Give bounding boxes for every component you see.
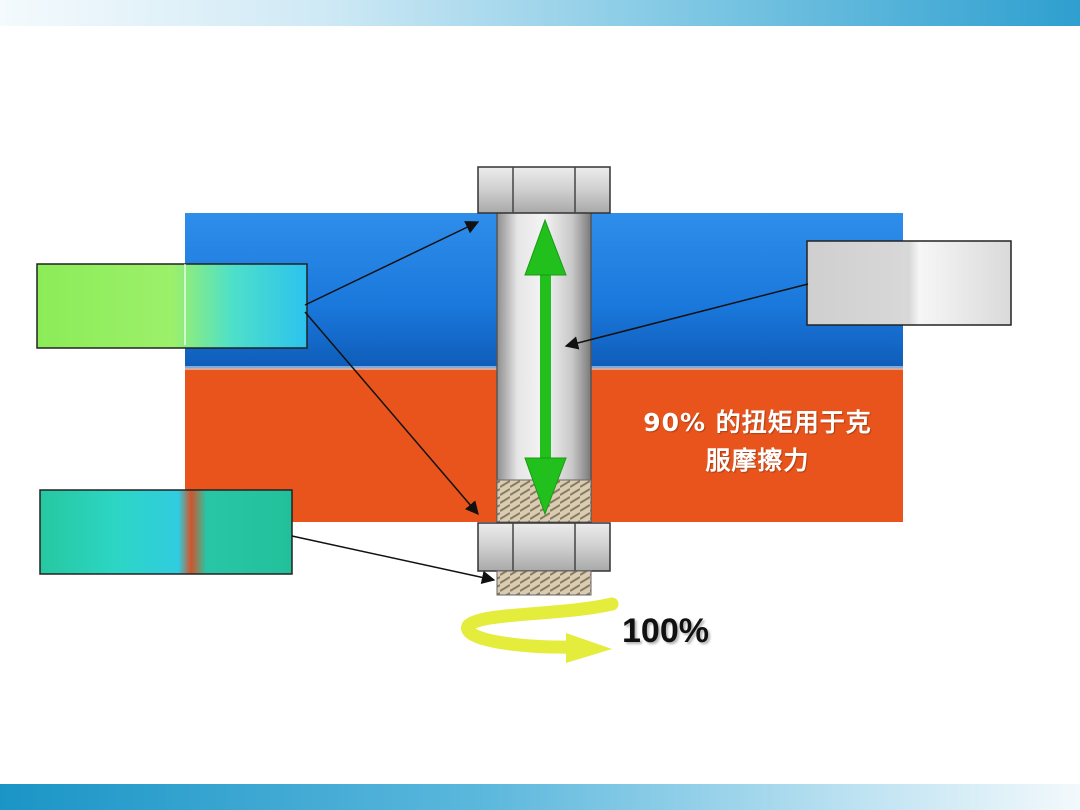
callout-box-thread-friction xyxy=(39,489,293,575)
friction-line1: 的扭矩用于克 xyxy=(715,408,872,437)
friction-line2: 服摩擦力 xyxy=(705,446,810,475)
callout-box-head-friction xyxy=(36,263,308,349)
leader-head-friction xyxy=(304,221,480,306)
hex-nut-icon xyxy=(477,522,611,572)
callout-box-clamp-force xyxy=(806,240,1012,326)
bolt-thread-tail xyxy=(496,570,592,596)
leader-thread-friction xyxy=(304,311,479,516)
total-torque-label: 100% xyxy=(622,612,709,650)
top-decor-band xyxy=(0,0,1080,26)
hex-bolt-icon xyxy=(477,166,611,214)
leader-clamp-force xyxy=(564,283,809,350)
leader-nut-thread xyxy=(291,535,496,585)
friction-percent: 90% xyxy=(643,408,707,437)
bottom-decor-band xyxy=(0,784,1080,810)
double-arrow-icon xyxy=(524,218,567,516)
rotation-arrow-icon xyxy=(461,597,619,663)
friction-torque-label: 90% 的扭矩用于克 服摩擦力 xyxy=(620,404,895,480)
